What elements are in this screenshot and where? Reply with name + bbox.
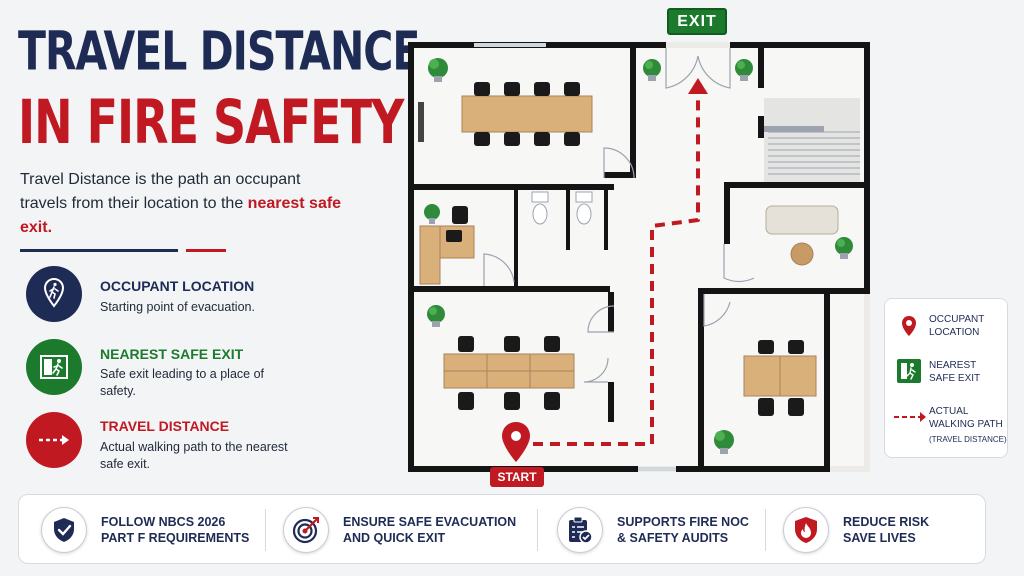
bottom-text-risk: REDUCE RISK SAVE LIVES (843, 515, 930, 545)
window-bottom (638, 467, 676, 471)
intro-highlight: nearest safe exit. (20, 195, 342, 236)
clipboard-check-badge (557, 507, 603, 553)
nearest-exit-desc: Safe exit leading to a place of safety. (100, 367, 265, 398)
toilets (531, 191, 593, 225)
legend-exit: NEAREST SAFE EXIT (929, 360, 981, 384)
bottom-text-evacuation: ENSURE SAFE EVACUATION AND QUICK EXIT (343, 515, 517, 545)
bottom-item-risk: REDUCE RISK SAVE LIVES (783, 495, 929, 565)
interior-walls (414, 48, 864, 466)
travel-distance-title: TRAVEL DISTANCE (100, 418, 230, 434)
map-pin-icon (902, 316, 916, 336)
window-top (474, 43, 546, 47)
legend-path-note: (TRAVEL DISTANCE) (929, 435, 1007, 444)
workstations-left (443, 336, 575, 410)
conference-table (461, 82, 593, 146)
occupant-location-title: OCCUPANT LOCATION (100, 278, 255, 294)
shield-check-icon (54, 518, 74, 542)
legend-occupant: OCCUPANT LOCATION (929, 314, 985, 338)
tv-screen (418, 102, 424, 142)
intro-body: Travel Distance is the path an occupant … (20, 171, 301, 212)
title-line-2: IN FIRE SAFETY (18, 86, 404, 158)
occupant-location-marker (502, 422, 530, 462)
bottom-separator (765, 509, 766, 551)
exit-door-icon (897, 359, 921, 383)
workstations-right (743, 340, 817, 416)
floor-plan (408, 42, 870, 472)
walking-person-icon (43, 277, 65, 308)
start-label: START (490, 467, 544, 487)
fire-shield-badge (783, 507, 829, 553)
travel-distance-badge (26, 412, 82, 468)
exit-door-icon (40, 355, 68, 379)
shield-check-badge (41, 507, 87, 553)
divider-navy (20, 249, 178, 252)
divider-red (186, 249, 226, 252)
bottom-bar: FOLLOW NBCS 2026 PART F REQUIREMENTS ENS… (18, 494, 986, 564)
bottom-item-noc: SUPPORTS FIRE NOC & SAFETY AUDITS (557, 495, 749, 565)
staircase (764, 98, 860, 182)
nearest-exit-title: NEAREST SAFE EXIT (100, 346, 244, 362)
bottom-separator (265, 509, 266, 551)
title-line-1: TRAVEL DISTANCE (18, 20, 420, 83)
bottom-item-nbcs: FOLLOW NBCS 2026 PART F REQUIREMENTS (41, 495, 249, 565)
travel-distance-desc: Actual walking path to the nearest safe … (100, 440, 288, 471)
legend-path: ACTUAL WALKING PATH (929, 406, 1003, 430)
occupant-location-desc: Starting point of evacuation. (100, 300, 255, 314)
intro-text: Travel Distance is the path an occupant … (20, 168, 350, 240)
target-icon (292, 517, 319, 544)
exit-sign: EXIT (667, 8, 727, 35)
dashed-arrow-icon (894, 412, 926, 422)
bottom-text-nbcs: FOLLOW NBCS 2026 PART F REQUIREMENTS (101, 515, 250, 545)
door-swings (483, 48, 755, 383)
reception-desk (419, 206, 475, 285)
bottom-item-evacuation: ENSURE SAFE EVACUATION AND QUICK EXIT (283, 495, 516, 565)
legend-card: OCCUPANT LOCATION NEAREST SAFE EXIT ACTU… (884, 298, 1008, 458)
lounge (765, 205, 839, 266)
clipboard-check-icon (569, 516, 593, 544)
fire-shield-icon (795, 517, 817, 543)
bottom-separator (537, 509, 538, 551)
target-badge (283, 507, 329, 553)
occupant-location-badge (26, 266, 82, 322)
potted-plants (424, 58, 853, 454)
bottom-text-noc: SUPPORTS FIRE NOC & SAFETY AUDITS (617, 515, 749, 545)
travel-path (516, 78, 708, 446)
nearest-exit-badge (26, 339, 82, 395)
dashed-arrow-icon (39, 435, 69, 445)
